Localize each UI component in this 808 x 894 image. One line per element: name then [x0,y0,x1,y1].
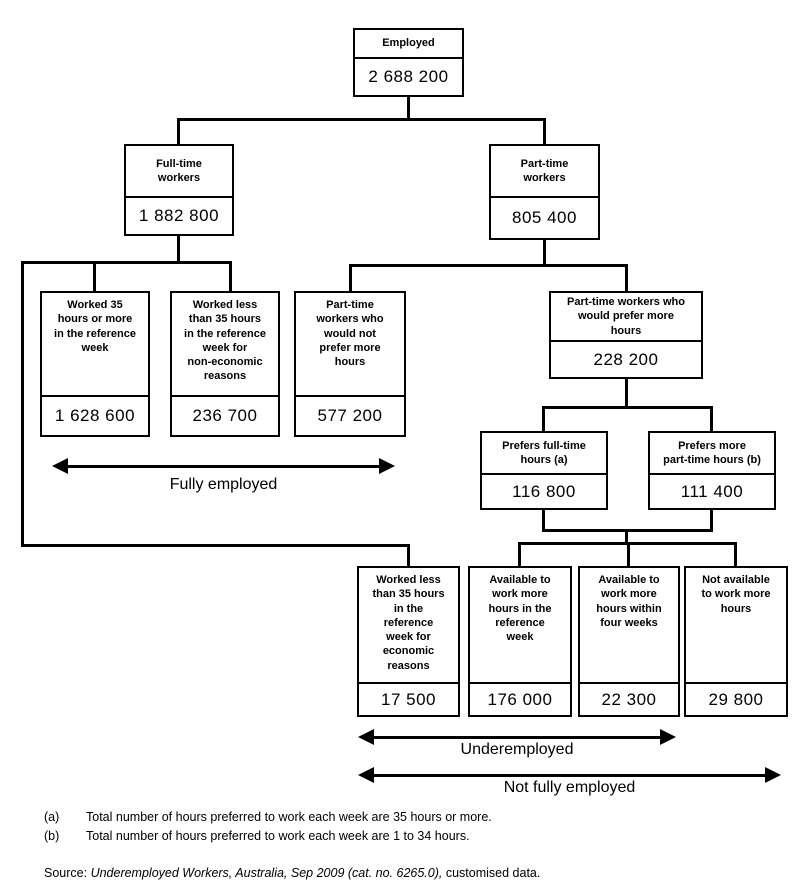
arrow-left-head-icon [358,767,374,783]
node-employed: Employed 2 688 200 [353,28,464,97]
node-worked-35-or-more-label: Worked 35 hours or more in the reference… [42,293,148,397]
node-employed-label: Employed [355,30,462,59]
connector-level2-split [177,118,546,121]
node-full-time-workers-label: Full-time workers [126,146,232,198]
underemployed-label: Underemployed [460,741,574,758]
node-employed-value: 2 688 200 [368,67,449,86]
node-full-time-workers-value: 1 882 800 [138,206,220,225]
node-pt-would-prefer: Part-time workers who would prefer more … [549,291,703,379]
footnote-a: (a) Total number of hours preferred to wo… [44,810,492,824]
node-pt-would-prefer-value: 228 200 [593,349,659,369]
node-worked-35-or-more: Worked 35 hours or more in the reference… [40,291,150,437]
node-prefers-more-part-time-label: Prefers more part-time hours (b) [650,433,774,475]
connector-left-long-line [21,261,24,547]
node-prefers-full-time-label: Prefers full-time hours (a) [482,433,606,475]
node-pt-would-not-prefer-label: Part-time workers who would not prefer m… [296,293,404,397]
node-part-time-workers-label: Part-time workers [491,146,598,198]
node-available-reference-week-value: 176 000 [487,689,553,709]
connector-avail-4wk-top [627,542,630,566]
node-pt-would-not-prefer: Part-time workers who would not prefer m… [294,291,406,437]
connector-avail-ref-top [518,542,521,566]
footnote-a-text: Total number of hours preferred to work … [86,810,492,824]
arrow-right-head-icon [660,729,676,745]
node-prefers-full-time-value: 116 800 [512,481,576,501]
node-worked-less-economic: Worked less than 35 hours in the referen… [357,566,460,717]
arrow-left-head-icon [52,458,68,474]
fully-employed-arrow [52,458,395,475]
arrow-right-head-icon [765,767,781,783]
connector-prefers-pt-top [710,406,713,432]
node-pt-would-prefer-label: Part-time workers who would prefer more … [551,293,701,342]
footnote-b: (b) Total number of hours preferred to wo… [44,829,470,843]
connector-worked35-top [93,261,96,291]
node-prefers-more-part-time: Prefers more part-time hours (b) 111 400 [648,431,776,510]
connector-fulltime-down [177,235,180,264]
connector-pt-prefer-top [625,264,628,292]
node-worked-less-non-economic-value: 236 700 [192,406,258,425]
node-worked-less-non-economic: Worked less than 35 hours in the referen… [170,291,280,437]
connector-parttime-down [543,239,546,267]
connector-prefers-split [542,406,713,409]
node-pt-would-not-prefer-value: 577 200 [317,406,383,425]
node-not-available-label: Not available to work more hours [686,568,786,684]
arrow-shaft [371,774,768,777]
arrow-shaft [65,465,382,468]
connector-pt-prefer-down [625,378,628,409]
source-citation: Underemployed Workers, Australia, Sep 20… [90,866,443,880]
underemployed-arrow [358,729,676,746]
footnote-b-marker: (b) [44,829,60,843]
node-not-available: Not available to work more hours 29 800 [684,566,788,717]
node-prefers-more-part-time-value: 111 400 [680,481,744,501]
source-prefix: Source: [44,866,91,880]
connector-prefers-ft-top [542,406,545,432]
node-worked-less-economic-value: 17 500 [381,689,436,709]
fully-employed-label: Fully employed [169,476,278,493]
source-note: Source: Underemployed Workers, Australia… [44,866,540,880]
connector-prefers-pt-down [710,509,713,532]
node-prefers-full-time: Prefers full-time hours (a) 116 800 [480,431,608,510]
connector-employed-down [407,96,410,121]
connector-left-bottom [21,544,410,547]
arrow-shaft [371,736,663,739]
connector-parttime-split [349,264,628,267]
source-suffix: customised data. [442,866,541,880]
not-fully-employed-arrow [358,767,781,784]
connector-prefers-ft-down [542,509,545,532]
connector-workedless-non-top [229,261,232,291]
arrow-left-head-icon [358,729,374,745]
not-fully-employed-label: Not fully employed [503,779,636,796]
footnote-a-marker: (a) [44,810,60,824]
connector-fulltime-split [21,261,232,264]
node-available-four-weeks-label: Available to work more hours within four… [580,568,678,684]
connector-parttime-top [543,118,546,144]
node-available-four-weeks-value: 22 300 [601,689,657,709]
node-part-time-workers: Part-time workers 805 400 [489,144,600,240]
connector-fulltime-top [177,118,180,144]
arrow-right-head-icon [379,458,395,474]
node-part-time-workers-value: 805 400 [512,208,577,227]
connector-pt-not-prefer-top [349,264,352,292]
connector-worked-less-economic-top [407,544,410,567]
node-available-reference-week-label: Available to work more hours in the refe… [470,568,570,684]
node-full-time-workers: Full-time workers 1 882 800 [124,144,234,236]
node-available-reference-week: Available to work more hours in the refe… [468,566,572,717]
node-not-available-value: 29 800 [708,689,764,709]
connector-not-avail-top [734,542,737,566]
node-worked-less-economic-label: Worked less than 35 hours in the referen… [359,568,458,684]
footnote-b-text: Total number of hours preferred to work … [86,829,470,843]
connector-join-mid [625,529,628,545]
node-available-four-weeks: Available to work more hours within four… [578,566,680,717]
node-worked-35-or-more-value: 1 628 600 [54,406,136,425]
node-worked-less-non-economic-label: Worked less than 35 hours in the referen… [172,293,278,397]
